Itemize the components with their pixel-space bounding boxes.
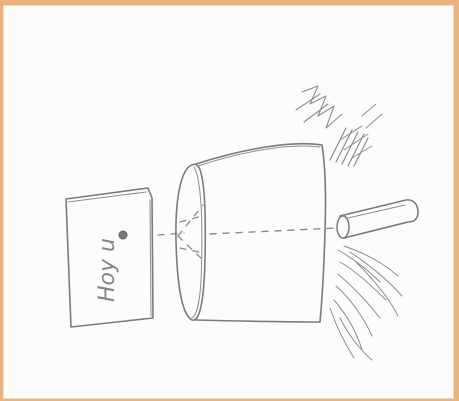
light-cone — [178, 205, 205, 262]
card-handwriting: Hoy u — [95, 238, 120, 302]
light-rays-top-icon — [296, 86, 382, 166]
screen-card: Hoy u — [66, 188, 153, 327]
beam-dashes-center — [210, 228, 336, 234]
light-rays-bottom-icon — [330, 246, 402, 360]
lens-icon — [176, 164, 205, 320]
tube-icon — [337, 200, 418, 238]
box-body — [196, 144, 326, 322]
dot-icon — [119, 231, 127, 239]
